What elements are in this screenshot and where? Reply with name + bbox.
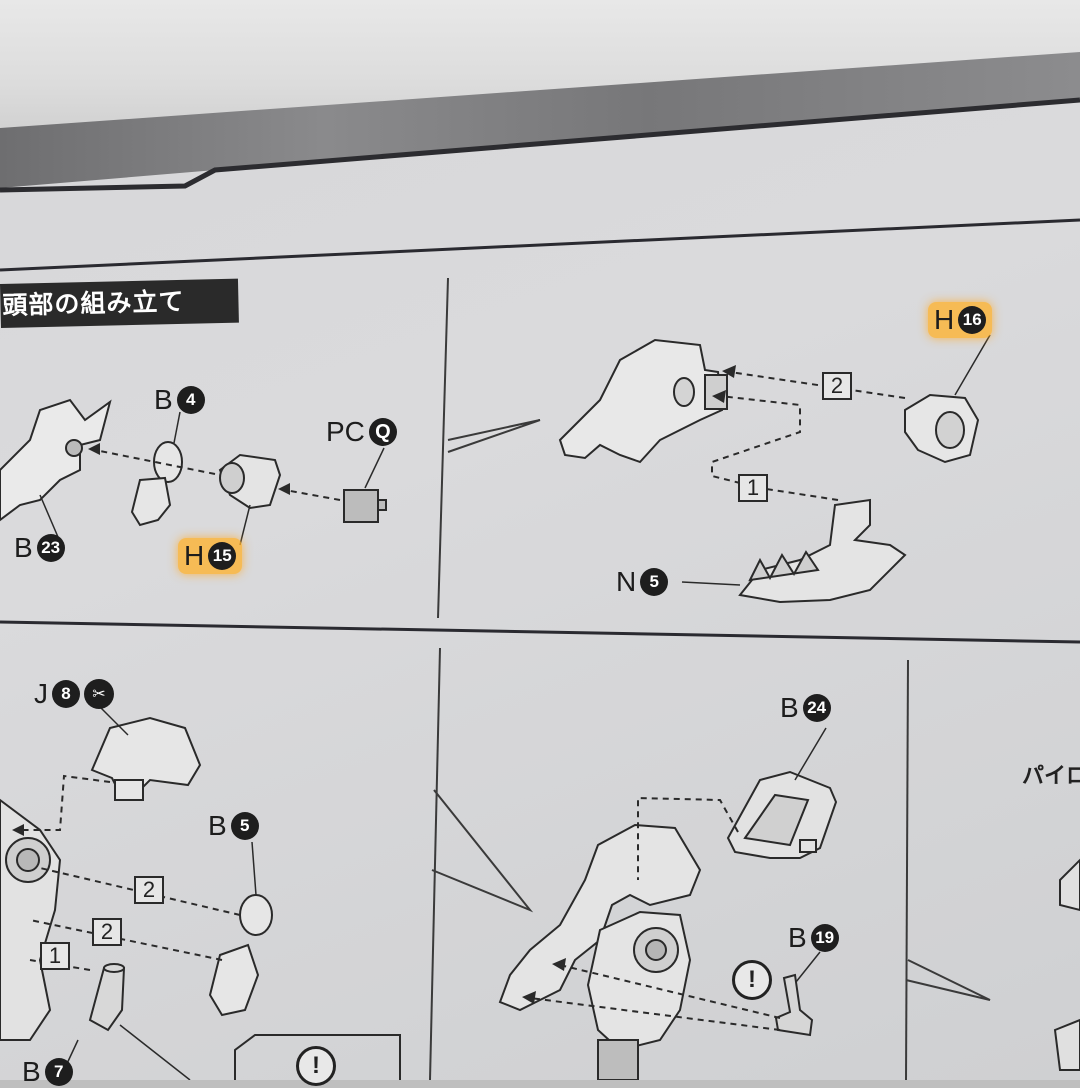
part-number: 5 (640, 568, 669, 596)
cut-instruction-icon: ✂ (84, 679, 114, 709)
part-label-b4: B 4 (154, 384, 205, 416)
part-number: 7 (44, 1058, 73, 1086)
body-assembly-right (498, 823, 702, 1080)
part-number: 8 (52, 680, 80, 708)
socket-part-h15 (218, 453, 282, 510)
runner-letter: B (22, 1056, 41, 1087)
caution-icon: ! (732, 960, 772, 1000)
part-number: 23 (36, 534, 65, 562)
frame-top-line (0, 218, 1080, 272)
side-section-title: パイロ (1022, 763, 1080, 788)
part-number: Q (368, 418, 397, 446)
runner-letter: B (788, 922, 807, 953)
step-number-2: 2 (822, 372, 852, 400)
part-label-j8: J 8 ✂ (34, 678, 114, 710)
ring-part-b4 (130, 441, 183, 527)
part-number: 15 (208, 542, 237, 570)
part-label-b5: B 5 (208, 810, 259, 842)
part-label-b24: B 24 (780, 692, 831, 724)
part-label-n5: N 5 (616, 566, 669, 598)
part-number: 4 (176, 386, 205, 414)
runner-letter: H (934, 304, 955, 335)
body-assembly-left (0, 798, 62, 1041)
part-number: 19 (810, 924, 839, 952)
runner-letter: PC (326, 416, 365, 447)
part-label-h15: H 15 (178, 538, 243, 574)
head-frame-part (0, 398, 112, 522)
small-part-b19 (774, 973, 814, 1037)
step-number-2: 2 (134, 876, 164, 904)
part-number: 5 (230, 812, 259, 840)
part-number: 24 (802, 694, 831, 722)
runner-letter: B (780, 692, 799, 723)
part-label-h16: H 16 (928, 302, 993, 338)
section-title: 頭部の組み立て (0, 278, 239, 328)
part-label-b19: B 19 (788, 922, 839, 954)
runner-letter: N (616, 566, 637, 597)
runner-letter: B (14, 532, 33, 563)
runner-letter: J (34, 678, 48, 709)
runner-letter: B (208, 810, 227, 841)
step-number-1: 1 (738, 474, 768, 502)
pilot-figure (1053, 858, 1080, 1071)
head-cover-j8 (90, 716, 202, 801)
polycap-q (343, 489, 387, 523)
runner-letter: B (154, 384, 173, 415)
frame-mid-line (0, 620, 1080, 644)
step-number-2: 2 (92, 918, 122, 946)
ring-part-b5 (208, 894, 273, 1017)
head-assembly (558, 338, 728, 464)
socket-part-h16 (904, 393, 980, 464)
part-label-pcq: PC Q (326, 416, 397, 448)
caution-icon: ! (296, 1046, 336, 1086)
step-number-1: 1 (40, 942, 70, 970)
part-label-b7: B 7 (22, 1056, 73, 1088)
runner-letter: H (184, 540, 205, 571)
part-number: 16 (958, 306, 987, 334)
jaw-part-n5 (738, 498, 907, 604)
cylinder-part-b7 (88, 963, 126, 1032)
part-label-b23: B 23 (14, 532, 65, 564)
seat-part-b24 (726, 770, 838, 859)
